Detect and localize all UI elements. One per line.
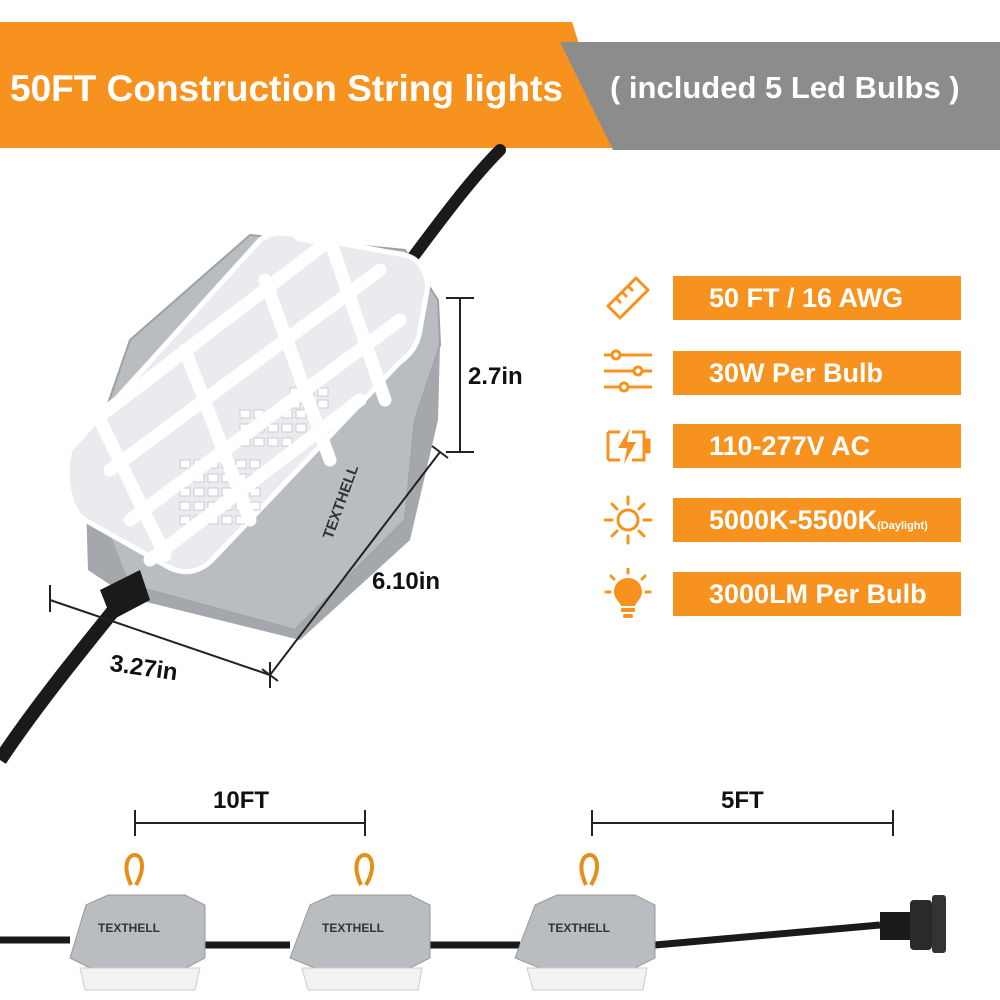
ruler-icon	[606, 276, 650, 320]
spec-color-temperature-label: 5000K-5500K	[709, 505, 878, 535]
plug-cap	[932, 895, 946, 953]
banner-subtitle: ( included 5 Led Bulbs )	[610, 70, 960, 105]
banner-gray	[560, 42, 1000, 150]
plug-body	[880, 912, 910, 940]
spacing-between-bulbs: 10FT	[213, 787, 270, 814]
lamp-unit-brand: TEXTHELL	[322, 921, 384, 935]
spec-lumens-label: 3000LM Per Bulb	[709, 579, 927, 609]
lamp-unit-3: TEXTHELL	[514, 852, 656, 991]
protective-cage	[88, 228, 407, 567]
spacing-lead-length: 5FT	[721, 787, 764, 814]
spec-voltage: 110-277V AC	[673, 424, 961, 468]
dimension-lines	[49, 297, 474, 688]
lamp-unit-brand: TEXTHELL	[548, 921, 610, 935]
lamp-unit-2: TEXTHELL	[289, 852, 431, 991]
lamp-unit-1: TEXTHELL	[69, 852, 206, 991]
battery-charging-icon	[606, 428, 651, 464]
work-light-housing: TEXTHELL	[64, 228, 442, 640]
dimension-length: 6.10in	[372, 568, 441, 595]
spec-wattage: 30W Per Bulb	[673, 351, 961, 395]
spec-cable: 50 FT / 16 AWG	[673, 276, 961, 320]
lamp-unit-brand: TEXTHELL	[98, 921, 160, 935]
spacing-brackets	[134, 810, 894, 836]
spec-lumens: 3000LM Per Bulb	[673, 572, 961, 616]
dimension-height: 2.7in	[468, 363, 523, 390]
light-bulb-icon	[604, 568, 652, 618]
spec-voltage-label: 110-277V AC	[709, 431, 871, 461]
banner-title: 50FT Construction String lights	[10, 68, 563, 109]
cable-gland	[100, 570, 150, 620]
sliders-icon	[604, 349, 652, 393]
spec-wattage-label: 30W Per Bulb	[709, 358, 884, 388]
spec-color-temperature-suffix: (Daylight)	[877, 520, 928, 532]
light-string	[0, 895, 946, 953]
plug-head	[910, 900, 932, 950]
sun-icon	[603, 495, 653, 545]
spec-color-temperature: 5000K-5500K(Daylight)	[673, 498, 961, 542]
banner-orange	[0, 22, 612, 148]
spec-cable-label: 50 FT / 16 AWG	[709, 283, 904, 313]
